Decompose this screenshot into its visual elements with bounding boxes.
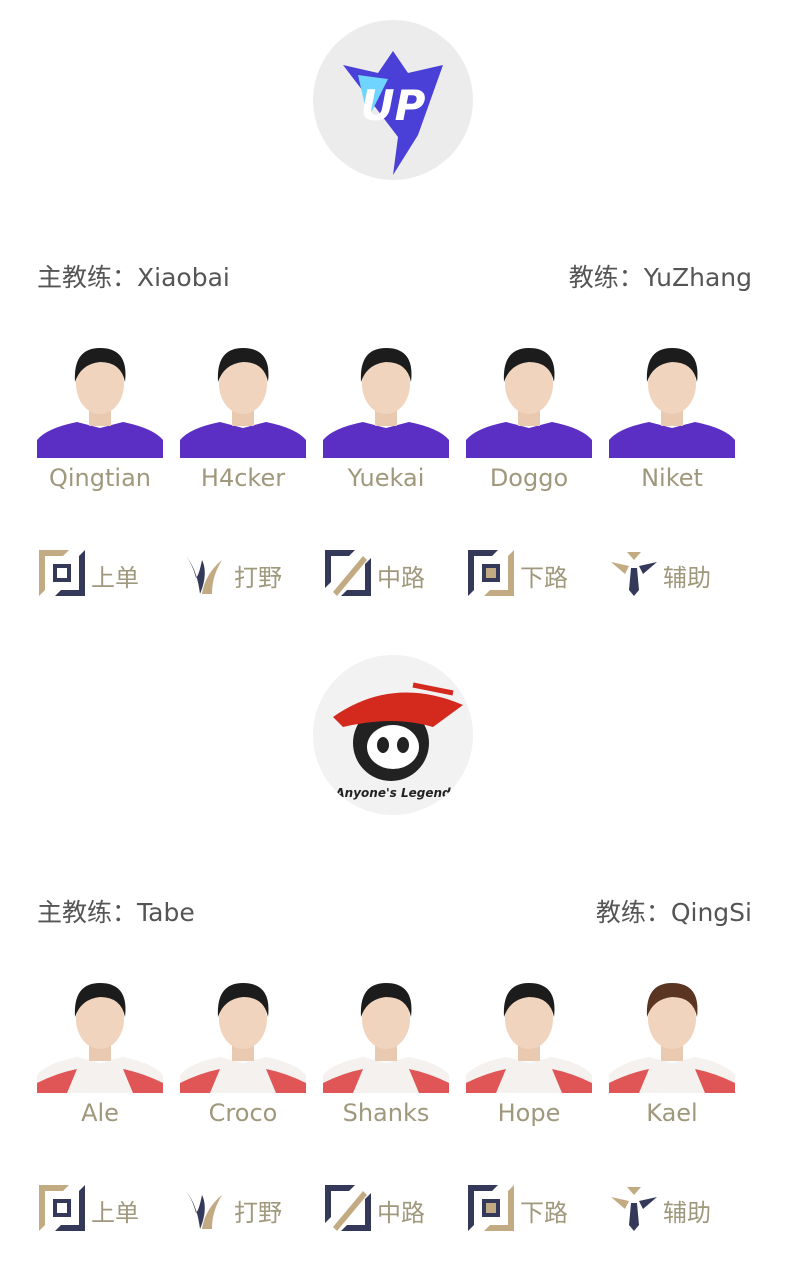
- player-card[interactable]: Kael: [609, 975, 735, 1127]
- role-icon-4: [609, 1183, 659, 1237]
- role-list: 上单 打野 中路 下路 辅助: [37, 548, 752, 602]
- player-photo: [323, 975, 449, 1093]
- player-card[interactable]: Niket: [609, 340, 735, 492]
- coach-label: 教练：: [568, 263, 644, 292]
- role-label: 辅助: [663, 1198, 711, 1227]
- role-icon-0: [37, 548, 87, 602]
- coach: QingSi: [670, 898, 752, 927]
- player-name: Ale: [81, 1099, 119, 1127]
- player-list: Ale Croco Shanks Hope Kael: [37, 975, 735, 1127]
- role-icon-3: [466, 548, 516, 602]
- coach: 教练：YuZhang: [569, 258, 752, 294]
- player-photo: [323, 340, 449, 458]
- head-coach-label: 主教练：: [37, 898, 138, 927]
- role-label: 中路: [377, 563, 425, 592]
- role-icon-1: [180, 1183, 230, 1237]
- player-photo: [609, 340, 735, 458]
- role-label: 辅助: [663, 563, 711, 592]
- role-item: 下路: [466, 548, 609, 602]
- role-label: 下路: [520, 1198, 568, 1227]
- svg-text:UP: UP: [361, 81, 426, 130]
- role-list: 上单 打野 中路 下路 辅助: [37, 1183, 752, 1237]
- player-card[interactable]: Hope: [466, 975, 592, 1127]
- player-name: Yuekai: [347, 464, 425, 492]
- player-photo: [466, 975, 592, 1093]
- role-item: 辅助: [609, 548, 752, 602]
- coach-label: 教练：: [595, 898, 671, 927]
- player-name: Niket: [641, 464, 703, 492]
- role-label: 打野: [234, 563, 282, 592]
- player-list: Qingtian H4cker Yuekai Doggo Niket: [37, 340, 735, 492]
- player-photo: [466, 340, 592, 458]
- role-item: 下路: [466, 1183, 609, 1237]
- head-coach: 主教练：Tabe: [37, 893, 195, 929]
- role-item: 打野: [180, 548, 323, 602]
- player-photo: [37, 340, 163, 458]
- team-logo: Anyone's Legend: [313, 655, 473, 815]
- player-name: Qingtian: [49, 464, 151, 492]
- role-icon-1: [180, 548, 230, 602]
- player-photo: [609, 975, 735, 1093]
- player-name: Hope: [497, 1099, 561, 1127]
- player-name: Shanks: [342, 1099, 430, 1127]
- player-card[interactable]: Qingtian: [37, 340, 163, 492]
- head-coach: 主教练：Xiaobai: [37, 258, 230, 294]
- player-name: Kael: [646, 1099, 698, 1127]
- head-coach: Tabe: [137, 898, 195, 927]
- player-photo: [180, 340, 306, 458]
- role-label: 上单: [91, 563, 139, 592]
- player-card[interactable]: Yuekai: [323, 340, 449, 492]
- player-name: Doggo: [489, 464, 569, 492]
- role-item: 上单: [37, 548, 180, 602]
- coach: 教练：QingSi: [596, 893, 752, 929]
- role-item: 中路: [323, 1183, 466, 1237]
- role-item: 打野: [180, 1183, 323, 1237]
- coach: YuZhang: [643, 263, 752, 292]
- svg-text:Anyone's Legend: Anyone's Legend: [334, 786, 451, 800]
- role-item: 辅助: [609, 1183, 752, 1237]
- head-coach-label: 主教练：: [37, 263, 138, 292]
- head-coach: Xiaobai: [137, 263, 230, 292]
- player-card[interactable]: Shanks: [323, 975, 449, 1127]
- player-card[interactable]: Ale: [37, 975, 163, 1127]
- player-card[interactable]: Croco: [180, 975, 306, 1127]
- player-card[interactable]: Doggo: [466, 340, 592, 492]
- team-logo: UP: [313, 20, 473, 180]
- player-photo: [37, 975, 163, 1093]
- role-label: 下路: [520, 563, 568, 592]
- player-name: Croco: [208, 1099, 278, 1127]
- role-item: 中路: [323, 548, 466, 602]
- role-label: 上单: [91, 1198, 139, 1227]
- role-label: 打野: [234, 1198, 282, 1227]
- role-icon-0: [37, 1183, 87, 1237]
- role-icon-2: [323, 548, 373, 602]
- role-label: 中路: [377, 1198, 425, 1227]
- role-icon-2: [323, 1183, 373, 1237]
- role-icon-4: [609, 548, 659, 602]
- player-photo: [180, 975, 306, 1093]
- player-name: H4cker: [200, 464, 286, 492]
- role-item: 上单: [37, 1183, 180, 1237]
- role-icon-3: [466, 1183, 516, 1237]
- player-card[interactable]: H4cker: [180, 340, 306, 492]
